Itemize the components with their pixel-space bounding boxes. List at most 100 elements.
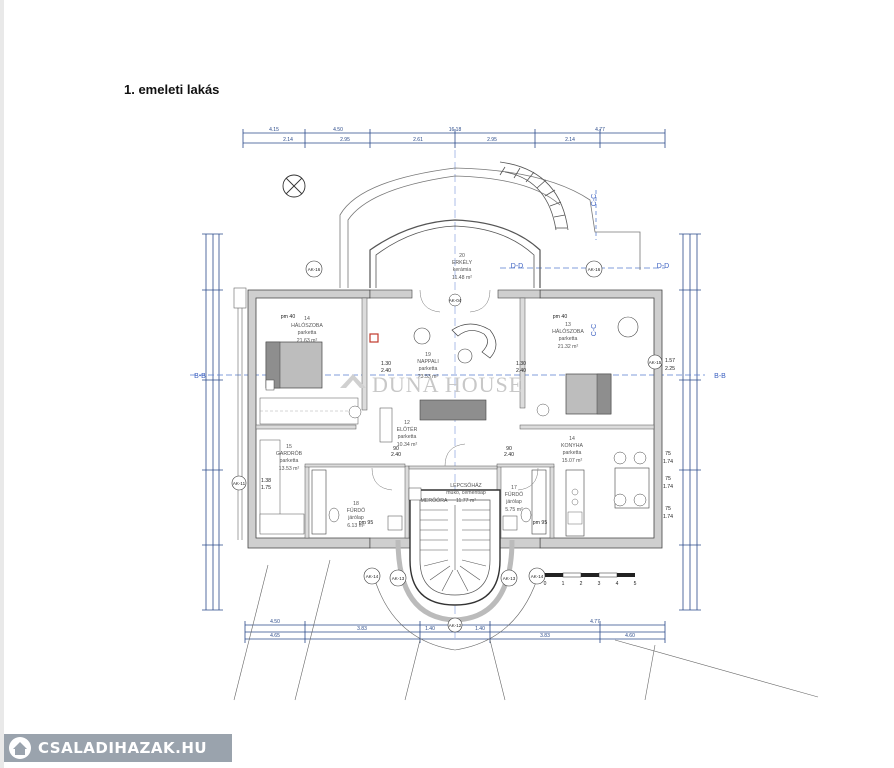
room-label-furdo-right: 17 FÜRDŐ járólap 5.75 m² — [505, 485, 523, 513]
room-label-erkely: 20 ERKÉLY kerámia 11.48 m² — [452, 253, 473, 281]
svg-text:parketta: parketta — [559, 336, 578, 342]
window-tag-ak11: AK-11 — [231, 475, 247, 491]
svg-text:1.74: 1.74 — [663, 459, 673, 465]
dim-top-9: 2.14 — [565, 137, 575, 143]
house-logo-icon — [9, 737, 31, 759]
scale-tick-0: 0 — [544, 581, 547, 587]
scale-tick-4: 4 — [616, 581, 619, 587]
window-tag-ak12: AK-12 — [447, 617, 463, 633]
svg-text:AK-15: AK-15 — [649, 360, 662, 365]
room-label-lepcsohaz: LÉPCSŐHÁZ műkő, cementlap 11.77 m² — [446, 482, 486, 504]
window-tag-ak16-right: AK-16 — [585, 260, 603, 278]
svg-text:11.48 m²: 11.48 m² — [452, 275, 472, 281]
svg-text:pm 95: pm 95 — [533, 520, 548, 526]
watermark-text: DUNA HOUSE — [372, 372, 523, 397]
duna-house-logo-icon — [340, 374, 366, 388]
svg-text:parketta: parketta — [398, 434, 417, 440]
svg-text:AK-14: AK-14 — [531, 574, 544, 579]
svg-text:1.30: 1.30 — [381, 361, 391, 367]
svg-text:parketta: parketta — [563, 450, 582, 456]
window-tag-ak15: AK-15 — [647, 354, 663, 370]
section-bb-right: B-B — [714, 373, 726, 380]
svg-text:5.75 m²: 5.75 m² — [505, 507, 523, 513]
svg-text:14: 14 — [304, 316, 310, 322]
room-label-halo-right: 13 HÁLÓSZOBA parketta 21.32 m² — [552, 322, 584, 350]
duna-house-watermark: DUNA HOUSE — [340, 372, 523, 397]
svg-text:1.74: 1.74 — [663, 514, 673, 520]
svg-text:AK-16: AK-16 — [308, 267, 321, 272]
scale-tick-1: 1 — [562, 581, 565, 587]
section-dd-right: D-D — [657, 263, 669, 270]
dim-bot-5: 4.65 — [270, 633, 280, 639]
svg-text:1.30: 1.30 — [516, 361, 526, 367]
svg-text:1.57: 1.57 — [665, 358, 675, 364]
section-dd-left: D-D — [511, 263, 523, 270]
svg-text:GARDRÓB: GARDRÓB — [276, 450, 303, 457]
svg-text:AK-04: AK-04 — [449, 298, 462, 303]
dim-top-7: 2.61 — [413, 137, 423, 143]
svg-text:15: 15 — [286, 444, 292, 450]
svg-text:75: 75 — [665, 506, 671, 512]
svg-text:13.53 m²: 13.53 m² — [279, 466, 300, 472]
window-tag-ak14-left: AK-14 — [363, 567, 381, 585]
dim-top-8: 2.95 — [487, 137, 497, 143]
dim-top-5: 2.14 — [283, 137, 293, 143]
svg-text:AK-13: AK-13 — [503, 576, 516, 581]
site-brand-footer[interactable]: CSALADIHAZAK.HU — [4, 734, 232, 762]
room-label-gardrob: 15 GARDRÓB parketta 13.53 m² — [276, 444, 303, 472]
dim-bot-6: 1.40 — [425, 626, 435, 632]
svg-text:13: 13 — [565, 322, 571, 328]
meroora-label: MERŐÓRA — [421, 497, 448, 504]
svg-text:1.74: 1.74 — [663, 484, 673, 490]
svg-text:műkő, cementlap: műkő, cementlap — [446, 490, 486, 496]
dim-bot-2: 3.83 — [357, 626, 367, 632]
svg-text:2.40: 2.40 — [381, 368, 391, 374]
svg-text:21.32 m²: 21.32 m² — [558, 344, 579, 350]
svg-text:FÜRDŐ: FÜRDŐ — [347, 507, 365, 514]
scale-tick-5: 5 — [634, 581, 637, 587]
svg-text:parketta: parketta — [298, 330, 317, 336]
scale-bar: 0 1 2 3 4 5 — [544, 572, 637, 587]
svg-text:ELŐTÉR: ELŐTÉR — [397, 426, 418, 433]
furniture — [259, 289, 650, 537]
svg-text:NAPPALI: NAPPALI — [417, 359, 439, 365]
bottom-dimension-texts: 4.50 3.83 4.77 3.83 4.65 1.40 1.40 4.60 — [270, 619, 635, 639]
svg-text:AK-11: AK-11 — [233, 481, 246, 486]
section-markers: B-B B-B D-D D-D C-C C-C — [194, 194, 726, 380]
dim-top-2: 4.50 — [333, 127, 343, 133]
svg-text:FÜRDŐ: FÜRDŐ — [505, 491, 523, 498]
room-label-konyha: 14 KONYHA parketta 15.07 m² — [561, 436, 583, 464]
site-lines — [233, 559, 819, 701]
page-title: 1. emeleti lakás — [124, 82, 220, 97]
north-arrow-icon — [282, 174, 306, 198]
svg-text:90: 90 — [393, 446, 399, 452]
svg-text:2.40: 2.40 — [391, 452, 401, 458]
dim-bot-4: 3.83 — [540, 633, 550, 639]
scale-tick-3: 3 — [598, 581, 601, 587]
room-label-furdo-left: 18 FÜRDŐ járólap 6.13 m² — [347, 501, 365, 529]
svg-text:20: 20 — [459, 253, 465, 259]
svg-text:2.40: 2.40 — [504, 452, 514, 458]
dim-bot-1: 4.50 — [270, 619, 280, 625]
svg-text:pm 95: pm 95 — [359, 520, 374, 526]
svg-text:10.34 m²: 10.34 m² — [397, 442, 418, 448]
svg-text:járólap: járólap — [505, 499, 522, 505]
svg-text:75: 75 — [665, 451, 671, 457]
svg-text:parketta: parketta — [280, 458, 299, 464]
page-edge — [0, 0, 4, 768]
svg-text:6.13 m²: 6.13 m² — [347, 523, 365, 529]
svg-text:17: 17 — [511, 485, 517, 491]
svg-text:19: 19 — [425, 352, 431, 358]
room-label-nappali: 19 NAPPALI parketta 23.53 m² — [417, 352, 439, 380]
svg-text:LÉPCSŐHÁZ: LÉPCSŐHÁZ — [450, 482, 481, 489]
svg-text:23.53 m²: 23.53 m² — [418, 374, 439, 380]
svg-text:2.25: 2.25 — [665, 366, 675, 372]
window-tag-ak13-left: AK-13 — [389, 569, 407, 587]
svg-text:90: 90 — [506, 446, 512, 452]
svg-text:pm 40: pm 40 — [281, 314, 296, 320]
window-tag-ak14-right: AK-14 — [528, 567, 546, 585]
balcony-outline — [339, 167, 641, 288]
svg-text:75: 75 — [665, 476, 671, 482]
dim-top-3: 16.18 — [449, 127, 462, 133]
